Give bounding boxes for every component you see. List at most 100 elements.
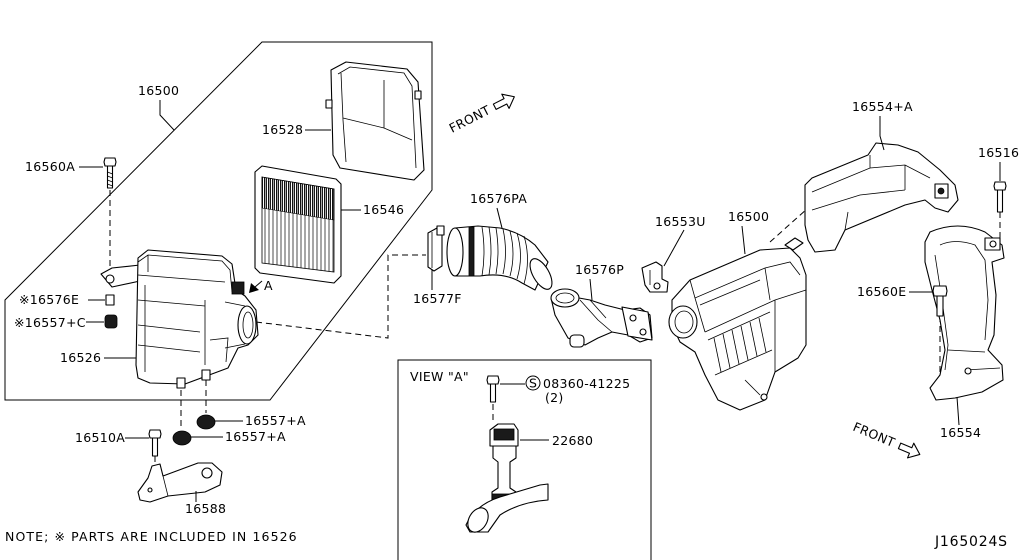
- bolt-head: [932, 285, 948, 297]
- callout-16557a-upper: 16557+A: [245, 413, 306, 428]
- leader-16554a: [879, 116, 885, 151]
- leader-16500-right: [741, 225, 746, 255]
- duct-lower-inner: [934, 241, 1001, 371]
- callout-16560a: 16560A: [25, 159, 75, 174]
- view-a-duct-end: [467, 507, 489, 533]
- front-indicator-top: FRONT: [447, 93, 515, 136]
- view-a-duct: [465, 483, 549, 533]
- callout-16500-left: 16500: [138, 83, 179, 98]
- dash-outlet-to-clamp: [255, 254, 426, 339]
- bolt-head: [993, 181, 1007, 191]
- duct-cuff: [446, 227, 464, 277]
- case-lid-line: [137, 254, 233, 293]
- callout-16510a: 16510A: [75, 430, 125, 445]
- part-16557a-grommet-upper: [196, 414, 216, 430]
- case-outlet-inner: [242, 311, 254, 339]
- part-16516-bolt: [993, 181, 1007, 213]
- duct-p-hole-2: [639, 328, 647, 336]
- view-a-frame: [397, 359, 652, 560]
- duct-a-outline: [804, 142, 959, 253]
- duct-p-nipple: [569, 334, 585, 348]
- bracket-outline: [137, 462, 223, 503]
- view-a-arrow: [249, 280, 263, 293]
- callout-16557a-lower: 16557+A: [225, 429, 286, 444]
- part-16526-lower-case: [100, 249, 259, 389]
- leader-lines: [79, 100, 1001, 502]
- case-connector: [231, 281, 245, 295]
- bolt-shank: [996, 189, 1004, 213]
- part-16560a-bolt: [103, 157, 117, 189]
- part-16500-assy-right: [668, 237, 807, 411]
- part-22680-sensor: [489, 423, 519, 501]
- callout-16528: 16528: [262, 122, 303, 137]
- bolt-head: [486, 375, 500, 385]
- part-16576p-duct: [550, 288, 653, 348]
- front-indicator-bottom: FRONT: [851, 419, 921, 459]
- duct-lower-tab-hole: [989, 240, 997, 248]
- bolt-shank: [151, 437, 159, 457]
- part-16553u-bracket: [641, 261, 669, 293]
- diagram-code: J165024S: [934, 534, 1008, 550]
- duct-corrugations: [481, 226, 528, 285]
- callout-16560e: 16560E: [857, 284, 906, 299]
- bolt-shank: [936, 295, 944, 317]
- cover-rim: [337, 66, 417, 169]
- part-16554-duct: [924, 225, 1005, 401]
- callout-16588: 16588: [185, 501, 226, 516]
- callout-16516: 16516: [978, 145, 1019, 160]
- callout-16577f: 16577F: [413, 291, 462, 306]
- front-arrow-icon: [492, 93, 515, 110]
- callout-16553u: 16553U: [655, 214, 706, 229]
- assy-mount: [760, 393, 768, 401]
- s-symbol-icon: [525, 375, 541, 391]
- callout-16576p: 16576P: [575, 262, 624, 277]
- callout-view-marker: A: [264, 278, 273, 293]
- sensor-connector-dark: [493, 428, 515, 441]
- duct-band: [468, 226, 475, 277]
- bracket-bend: [162, 475, 169, 497]
- filter-hatch-band: [261, 176, 335, 221]
- sensor-body: [491, 445, 517, 501]
- callout-16526: 16526: [60, 350, 101, 365]
- cover-clip-right: [414, 90, 422, 100]
- leader-16576p: [589, 278, 593, 301]
- view-a-arrow-head: [249, 283, 259, 293]
- callout-16557c: ※16557+C: [14, 315, 86, 330]
- duct-p-opening: [550, 288, 580, 308]
- bracket-u-hole: [653, 282, 661, 290]
- front-label: FRONT: [851, 419, 898, 450]
- front-arrow-icon: [897, 442, 921, 459]
- callout-16576e: ※16576E: [19, 292, 79, 307]
- part-16557c-grommet: [104, 314, 118, 329]
- part-16546-filter: [254, 165, 342, 284]
- cover-inner: [340, 72, 413, 163]
- bolt-thread: [107, 171, 113, 187]
- assy-top-tab: [784, 237, 804, 251]
- view-a-inset: VIEW "A" S 08360-41225 (2) 22680: [397, 359, 652, 560]
- duct-p-hole-1: [629, 314, 637, 322]
- case-tab-hole: [105, 274, 115, 284]
- callout-16554: 16554: [940, 425, 981, 440]
- part-16560e-bolt: [932, 285, 948, 317]
- callout-labels: 16500 16528 16546 16560A ※16576E ※16557+…: [14, 83, 1019, 516]
- assembly-frame: [4, 41, 433, 401]
- view-a-bolt-qty: (2): [545, 390, 564, 405]
- view-a-title: VIEW "A": [410, 369, 469, 384]
- case-foot-right: [201, 369, 211, 381]
- case-foot-left: [176, 377, 186, 389]
- front-label: FRONT: [447, 102, 493, 135]
- duct-p-opening-inner: [555, 292, 575, 304]
- part-16588-bracket: [137, 462, 223, 503]
- bolt-shank: [489, 383, 497, 403]
- part-16576pa-duct: [446, 225, 553, 291]
- bolt-head: [103, 157, 117, 167]
- cover-outline: [330, 61, 425, 181]
- assy-inlet-inner: [674, 310, 694, 334]
- duct-lower-outline: [924, 225, 1005, 401]
- duct-a-inner: [811, 155, 931, 231]
- assy-lid: [689, 261, 807, 372]
- callout-16554a: 16554+A: [852, 99, 913, 114]
- bracket-u-outline: [641, 261, 669, 293]
- assy-ribs: [699, 279, 773, 396]
